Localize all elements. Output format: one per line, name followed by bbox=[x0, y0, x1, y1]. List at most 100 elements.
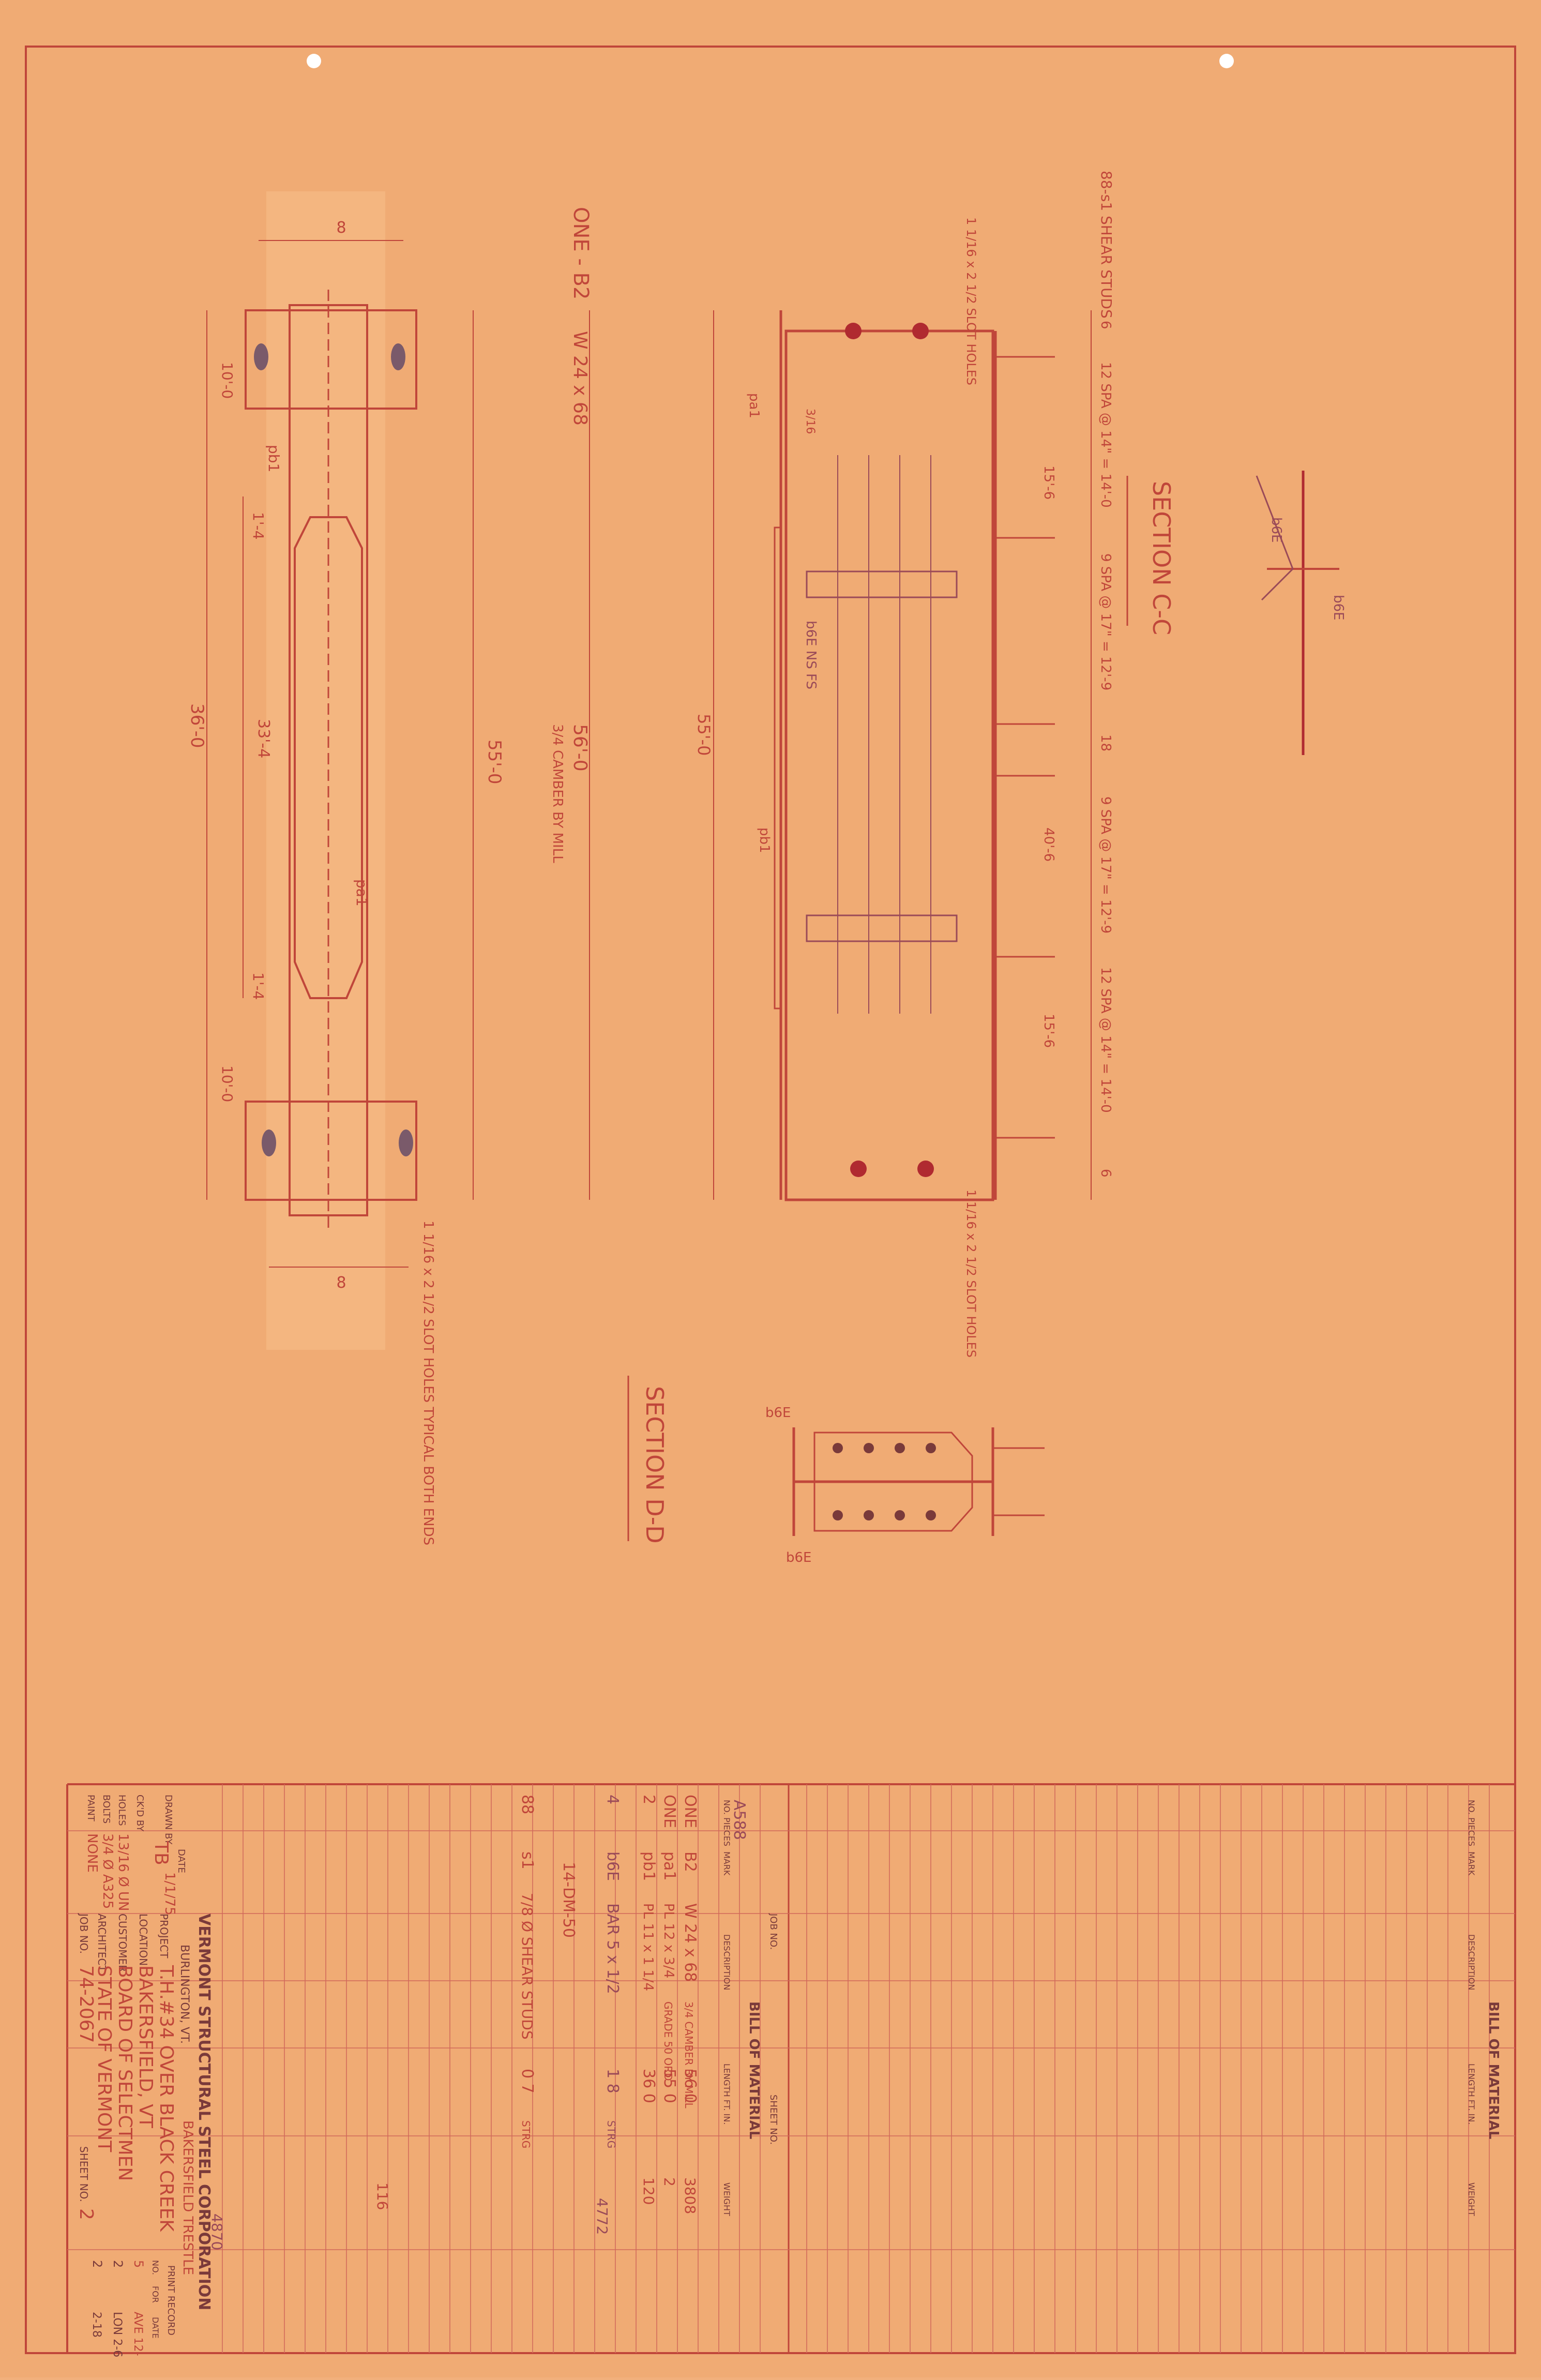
paint-label: PAINT bbox=[85, 1795, 96, 1822]
bom-weight: 120 bbox=[640, 2177, 657, 2205]
print-row-no: 2 bbox=[90, 2260, 104, 2268]
section-cc: SECTION C-C b6E b6E bbox=[1126, 471, 1346, 755]
title-block-area: VERMONT STRUCTURAL STEEL CORPORATION BUR… bbox=[66, 1783, 1515, 2357]
bracing-bar bbox=[806, 914, 958, 942]
bolt-hole bbox=[845, 323, 862, 339]
bom-weight: 3808 bbox=[682, 2177, 699, 2214]
cover-plate-side bbox=[774, 526, 782, 1010]
project-value: T.H.#34 OVER BLACK CREEK bbox=[156, 1965, 177, 2232]
stud-dim: 12 SPA @ 14" = 14'-0 bbox=[1098, 362, 1113, 508]
bom-col: MARK bbox=[722, 1851, 732, 1876]
grid-lines bbox=[67, 1784, 1515, 2353]
bom-heading-right: BILL OF MATERIAL bbox=[1486, 2001, 1501, 2139]
bom-col-right: LENGTH FT. IN. bbox=[1467, 2063, 1476, 2125]
bom-length: 55 0 bbox=[660, 2069, 678, 2103]
bolts-label: BOLTS bbox=[101, 1795, 112, 1824]
bom-desc: W 24 x 68 bbox=[681, 1903, 699, 1982]
plate-length-label: 55'-0 bbox=[484, 740, 505, 785]
hole-spacing-label: 8 bbox=[336, 219, 346, 237]
inner-length-label: 33'-4 bbox=[254, 719, 273, 758]
bom-qty: ONE bbox=[660, 1795, 678, 1828]
bom-col-right: NO. PIECES bbox=[1467, 1800, 1476, 1846]
end-plate-bottom bbox=[245, 1101, 417, 1201]
bom-col: NO. PIECES bbox=[722, 1800, 732, 1846]
bolt-hole bbox=[917, 1161, 934, 1177]
bolt bbox=[833, 1510, 843, 1520]
bolt bbox=[895, 1443, 905, 1453]
customer-label: CUSTOMER bbox=[116, 1914, 129, 1972]
bom-total: 4772 bbox=[594, 2198, 611, 2235]
bom-length: 36 0 bbox=[640, 2069, 658, 2103]
job-value: 74-2067 bbox=[75, 1965, 97, 2043]
bolt bbox=[833, 1443, 843, 1453]
print-record-label: PRINT RECORD bbox=[165, 2265, 176, 2336]
member-section: W 24 x 68 bbox=[569, 331, 591, 426]
location-label: LOCATION bbox=[137, 1914, 149, 1966]
taper-label: 1'-4 bbox=[250, 972, 267, 1000]
bom-col-right: DESCRIPTION bbox=[1467, 1934, 1476, 1990]
sheet-border bbox=[25, 46, 1516, 2354]
section-cc-title: SECTION C-C bbox=[1147, 481, 1175, 635]
bolt bbox=[926, 1510, 936, 1520]
bom-note: GRADE 50 ORD bbox=[662, 2001, 674, 2081]
end-plate-top bbox=[245, 309, 417, 410]
print-col-no: NO. bbox=[150, 2260, 160, 2275]
bracing-mark: b6E NS FS bbox=[803, 621, 819, 689]
bom-length: 56 0 bbox=[681, 2069, 699, 2103]
print-col-date: DATE bbox=[150, 2317, 160, 2339]
stud-dim: 9 SPA @ 17" = 12'-9 bbox=[1098, 796, 1113, 933]
bom-note: 3/4 CAMBER BY MILL bbox=[683, 2001, 695, 2109]
architect-label: ARCHITECT bbox=[96, 1914, 108, 1972]
beam-web bbox=[784, 329, 994, 1201]
camber-note: 3/4 CAMBER BY MILL bbox=[550, 724, 565, 863]
slot-hole bbox=[254, 343, 268, 370]
hole-spacing-label: 8 bbox=[336, 1274, 346, 1292]
sheet-label: SHEET NO. bbox=[78, 2146, 90, 2202]
print-row-no: 5 bbox=[131, 2260, 146, 2268]
bom-qty: ONE bbox=[681, 1795, 699, 1828]
bom-mark: pb1 bbox=[640, 1851, 658, 1881]
print-row-date: 2-18 bbox=[90, 2312, 103, 2338]
slot-hole bbox=[399, 1129, 413, 1156]
bracing-mark: b6E bbox=[765, 1405, 791, 1421]
print-row-no: 2 bbox=[111, 2260, 125, 2268]
weld-size: 3/16 bbox=[804, 409, 817, 434]
stud-mark: s1 bbox=[518, 1851, 536, 1870]
stud-length: 0 7 bbox=[518, 2069, 536, 2093]
stud-dim: 40'-6 bbox=[1041, 827, 1056, 862]
stud-dim: 15'-6 bbox=[1041, 465, 1056, 500]
bom-job-label: JOB NO. bbox=[768, 1913, 779, 1950]
slot-note-top: 1 1/16 x 2 1/2 SLOT HOLES bbox=[964, 217, 978, 385]
checked-label: CK'D BY bbox=[134, 1795, 145, 1832]
bolt bbox=[895, 1510, 905, 1520]
connection-plate bbox=[813, 1432, 973, 1532]
drawn-value: TB bbox=[150, 1841, 172, 1865]
stud-note: 88-s1 SHEAR STUDS bbox=[1098, 171, 1115, 319]
drawn-date: 1/1/75 bbox=[162, 1872, 177, 1916]
holes-value: 13/16 Ø UN bbox=[115, 1833, 131, 1911]
punch-hole bbox=[307, 54, 321, 68]
bolt bbox=[926, 1443, 936, 1453]
bom-mark: b6E bbox=[603, 1851, 622, 1881]
plan-view: 8 8 36'-0 33'-4 55'-0 10'-0 10'-0 1'-4 1… bbox=[187, 191, 505, 1545]
cover-plate bbox=[294, 516, 363, 999]
print-row-date: AVE 12- bbox=[131, 2312, 144, 2356]
bom-col-right: WEIGHT bbox=[1467, 2182, 1476, 2216]
bom-length: 1 8 bbox=[603, 2069, 622, 2093]
slot-note-plan: 1 1/16 x 2 1/2 SLOT HOLES TYPICAL BOTH E… bbox=[420, 1221, 436, 1545]
stud-qty: 88 bbox=[518, 1795, 536, 1814]
bolt bbox=[864, 1443, 874, 1453]
bracing-mark: b6E bbox=[786, 1550, 811, 1565]
mark-label: pa1 bbox=[746, 393, 762, 418]
bom-col-right: MARK bbox=[1467, 1851, 1476, 1876]
sheet-value: 2 bbox=[75, 2208, 97, 2220]
slot-note-bottom: 1 1/16 x 2 1/2 SLOT HOLES bbox=[964, 1189, 978, 1358]
mark-label: pb1 bbox=[757, 827, 772, 853]
end-length-label: 10'-0 bbox=[219, 1065, 236, 1102]
mark-label: pb1 bbox=[265, 445, 282, 472]
end-length-label: 10'-0 bbox=[219, 362, 236, 399]
stud-dim: 9 SPA @ 17" = 12'-9 bbox=[1098, 553, 1113, 690]
stud-note: STRG bbox=[520, 2120, 532, 2148]
